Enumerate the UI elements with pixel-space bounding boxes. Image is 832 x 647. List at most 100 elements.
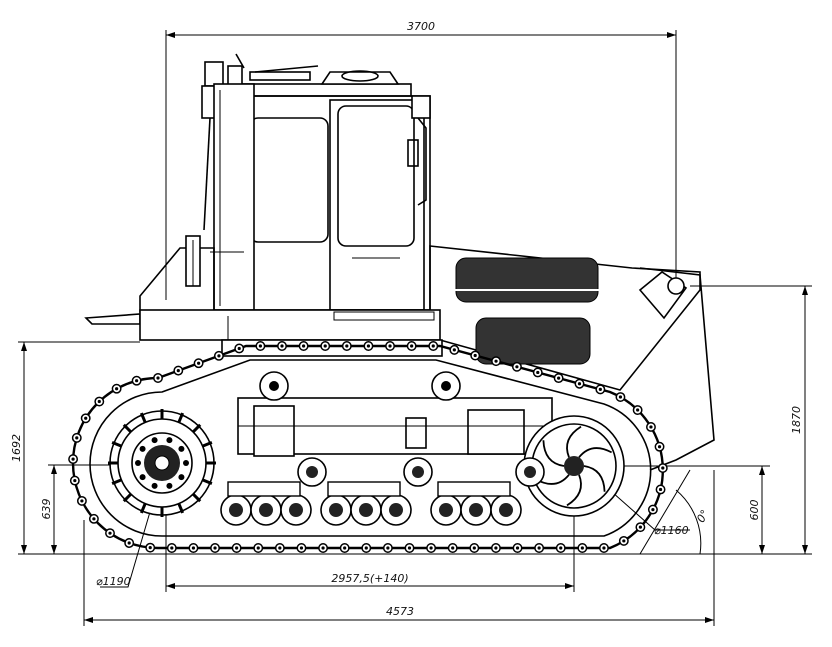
sprocket-tooth [192, 493, 202, 503]
sprocket-tooth [122, 493, 132, 503]
rops-post [213, 83, 255, 311]
track-pin [537, 546, 541, 550]
sprocket-tooth [192, 423, 202, 433]
track-links [68, 341, 668, 553]
dim-drive-axis-height: 639 [40, 499, 53, 520]
track-pin [494, 359, 498, 363]
idler-spoke [578, 447, 613, 458]
track-pin [135, 379, 139, 383]
carrier-roller-hub [524, 466, 536, 478]
track-pin [638, 525, 642, 529]
track-pin [156, 376, 160, 380]
dim-overall-length: 4573 [386, 605, 414, 618]
track-pin [602, 546, 606, 550]
sprocket-bolts [108, 409, 216, 517]
dim-idler-wheel-diameter: ⌀1160 [654, 524, 689, 537]
track-pin [407, 546, 412, 550]
idler-spoke [583, 465, 606, 492]
bogie-beam [327, 481, 401, 497]
dim-height-right: 1870 [790, 406, 803, 434]
track-pin [473, 353, 477, 358]
road-wheel-hub [329, 503, 343, 517]
track-pin [515, 365, 519, 369]
carrier-rollers [297, 457, 545, 487]
track-pin [75, 436, 79, 440]
road-wheel-hub [389, 503, 403, 517]
dim-idler-axis-height: 600 [748, 500, 761, 521]
road-wheel-hub [289, 503, 303, 517]
sprocket-tooth [177, 503, 185, 514]
track-pin [213, 546, 217, 550]
sprocket-bolt [183, 460, 189, 466]
track-pin [84, 416, 88, 420]
track-pin [452, 348, 456, 352]
track-pin [256, 546, 260, 550]
sprocket-bolt [151, 437, 158, 444]
main-frame [139, 309, 553, 457]
track-pin [580, 546, 584, 550]
track-pin [176, 369, 180, 373]
road-wheel-hub [359, 503, 373, 517]
track-pin [386, 546, 390, 550]
track-pin [618, 395, 623, 399]
sprocket-bolt [151, 482, 158, 489]
track-pin [388, 344, 392, 348]
track-pin [657, 445, 662, 449]
track-pin [343, 546, 347, 550]
idler-spoke [566, 425, 582, 458]
dim-wheelbase: 2957,5(+140) [331, 572, 408, 585]
dim-approach-angle: 0° [694, 508, 712, 525]
track-pin [191, 546, 196, 550]
cab [235, 65, 431, 311]
track-pin [345, 344, 349, 348]
track-pin [536, 370, 540, 375]
front-idler-wheel [523, 415, 625, 517]
track-pin [364, 546, 368, 550]
track-assembly [68, 341, 668, 553]
track-pin [658, 487, 663, 492]
dim-drive-wheel-diameter: ⌀1190 [96, 575, 131, 588]
carrier-roller-hub [412, 466, 424, 478]
track-pin [148, 546, 152, 550]
sprocket-tooth [111, 440, 122, 448]
road-wheel-hub [439, 503, 453, 517]
sprocket-tooth [202, 440, 213, 448]
track-pin [649, 425, 653, 429]
track-pin [661, 466, 665, 470]
track-pin [321, 546, 325, 550]
idler-spoke [566, 474, 582, 507]
track-pin [217, 354, 221, 358]
sprocket-tooth [202, 478, 213, 486]
track-pin [299, 546, 304, 550]
road-wheel-hub [499, 503, 513, 517]
track-pin [280, 344, 284, 348]
track-pin [494, 546, 498, 550]
track-pin [622, 539, 626, 543]
track-pin [651, 507, 655, 512]
track-pin [598, 387, 602, 391]
track-pin [302, 344, 306, 348]
sprocket-bolt [139, 474, 146, 481]
track-pin [170, 546, 174, 550]
road-wheel-hub [229, 503, 243, 517]
track-pin [559, 546, 563, 550]
track-pin [577, 382, 582, 386]
sprocket-tooth [111, 478, 122, 486]
sprocket-tooth [122, 423, 132, 433]
sprocket-bolt [166, 482, 173, 489]
sprocket-tooth [177, 412, 185, 423]
track-pin [472, 546, 476, 550]
track-pin [92, 517, 96, 521]
carrier-roller-hub [306, 466, 318, 478]
sprocket-bolt [166, 437, 173, 444]
track-pin [97, 399, 101, 404]
track-pin [237, 346, 241, 351]
sprocket-tooth [139, 503, 147, 514]
track-pin [431, 344, 435, 348]
sprocket-bolt [135, 460, 141, 466]
dim-overall-top: 3700 [407, 20, 435, 33]
road-wheels [220, 481, 522, 526]
road-wheel-hub [259, 503, 273, 517]
track-pin [515, 546, 520, 550]
